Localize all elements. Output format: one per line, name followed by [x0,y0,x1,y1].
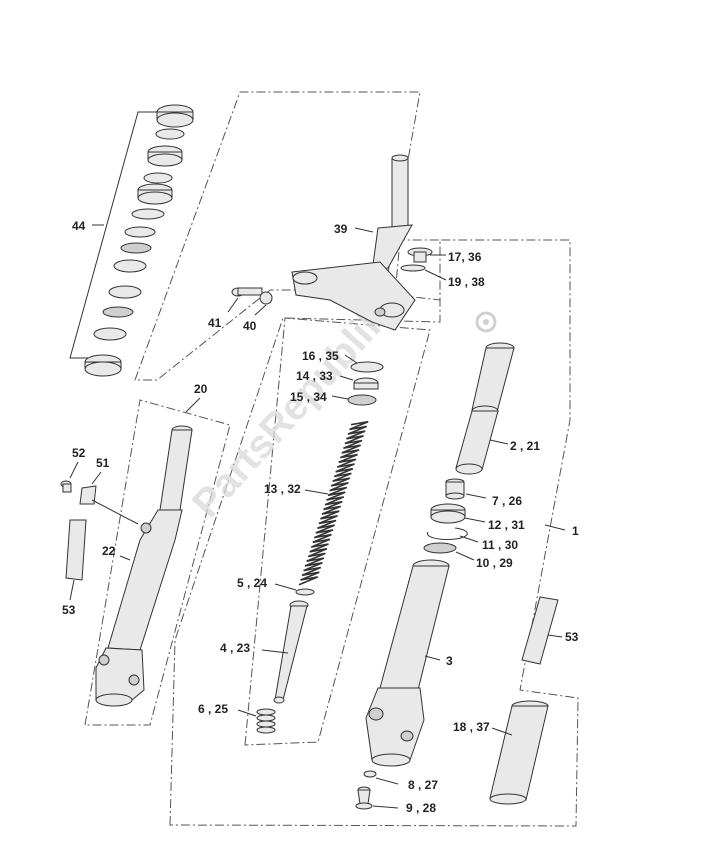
fork-protector-right [521,596,559,665]
callout-2-21: 2 , 21 [510,439,540,453]
steering-stem [291,154,416,331]
callout-7-26: 7 , 26 [492,494,522,508]
fork-spring [298,420,369,586]
callout-4-23: 4 , 23 [220,641,250,655]
drain-washer [363,770,377,778]
bearing-bracket-line [69,111,158,359]
bearing-stack [84,104,194,377]
callout-15-34: 15 , 34 [290,390,327,404]
callout-1: 1 [572,524,579,538]
dust-seal [423,542,457,554]
callout-6-25: 6 , 25 [198,702,228,716]
stop-ring [426,527,468,541]
callout-52: 52 [72,446,86,460]
left-fork-assembly [95,425,193,707]
slide-bushing [445,478,465,500]
callout-18-37: 18 , 37 [453,720,490,734]
callout-22: 22 [102,544,116,558]
callout-39: 39 [334,222,348,236]
spring-seat [295,588,315,596]
callout-9-28: 9 , 28 [406,801,436,815]
damper-rod [273,600,309,704]
callout-40: 40 [243,319,257,333]
callout-14-33: 14 , 33 [296,369,333,383]
callout-53-right: 53 [565,630,579,644]
circlip [350,361,384,373]
callout-44: 44 [72,219,86,233]
callout-41: 41 [208,316,222,330]
callout-19-38: 19 , 38 [448,275,485,289]
pinch-bolt [231,287,263,297]
callout-3: 3 [446,654,453,668]
callout-10-29: 10 , 29 [476,556,513,570]
bleed-screw [60,480,72,493]
drain-bolt [355,786,373,810]
callout-5-24: 5 , 24 [237,576,267,590]
top-cap-group-outline [394,239,441,301]
callout-11-30: 11 , 30 [482,538,518,552]
rebound-spring [256,708,276,734]
fork-protector-left [65,519,87,581]
inner-tube [455,342,515,475]
right-fork-group-outline [169,239,579,827]
callout-53-left: 53 [62,603,76,617]
outer-tube [365,559,450,767]
callout-20: 20 [194,382,208,396]
callout-51: 51 [96,456,110,470]
top-cap-oring [400,264,426,272]
spring-group-outline [244,317,431,746]
left-fork-group-outline [84,399,231,726]
spring-coil [298,420,369,586]
pinch-bolt-washer [259,291,273,305]
callout-17-36: 17, 36 [448,250,482,264]
seal-ring [347,394,377,406]
gear-icon [475,311,497,333]
fork-cover [489,700,549,805]
callout-12-31: 12 , 31 [488,518,525,532]
callout-8-27: 8 , 27 [408,778,438,792]
callout-16-35: 16 , 35 [302,349,339,363]
clamp-bracket [79,485,97,505]
callout-13-32: 13 , 32 [264,482,301,496]
